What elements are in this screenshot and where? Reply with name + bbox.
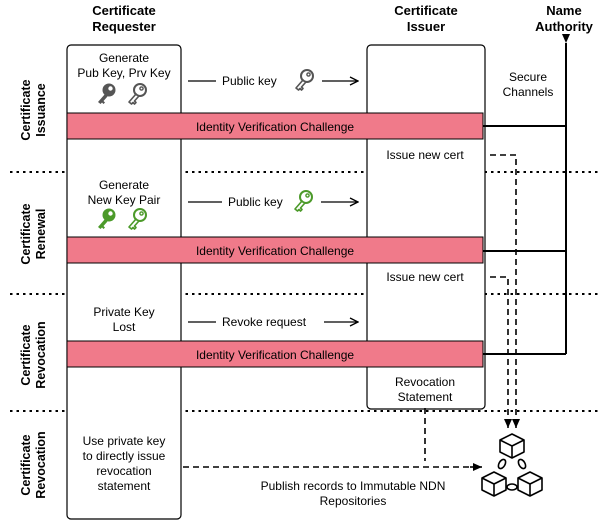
- challenge-bar-renewal: Identity Verification Challenge: [66, 236, 484, 264]
- row-label-revocation-self-line1: Certificate: [19, 434, 33, 495]
- header-authority: Name Authority: [535, 3, 594, 34]
- revocation-statement-line1: Revocation: [395, 375, 455, 389]
- row-label-issuance: Certificate Issuance: [19, 79, 48, 140]
- publish-label-line1: Publish records to Immutable NDN: [261, 479, 446, 493]
- use-private-key-line2: to directly issue: [83, 449, 166, 463]
- issue-new-cert-issuance: Issue new cert: [386, 148, 464, 162]
- public-key-message-issuance: Public key: [188, 69, 358, 91]
- svg-text:Public key: Public key: [222, 74, 277, 88]
- svg-text:Identity Verification Challeng: Identity Verification Challenge: [196, 120, 354, 134]
- secure-channels-label-line1: Secure: [509, 70, 547, 84]
- revocation-statement-line2: Statement: [398, 390, 453, 404]
- svg-text:Identity Verification Challeng: Identity Verification Challenge: [196, 348, 354, 362]
- row-label-renewal: Certificate Renewal: [19, 203, 48, 264]
- row-label-renewal-line1: Certificate: [19, 203, 33, 264]
- publish-label-line2: Repositories: [320, 494, 387, 508]
- row-label-revocation-line1: Certificate: [19, 324, 33, 385]
- private-key-lost-line2: Lost: [113, 320, 136, 334]
- header-issuer: Certificate Issuer: [394, 3, 458, 34]
- row-label-revocation: Certificate Revocation: [19, 321, 48, 388]
- public-key-sent-icon: [295, 69, 314, 91]
- private-key-lost-line1: Private Key: [93, 305, 154, 319]
- generate-pair-line1: Generate: [99, 178, 149, 192]
- row-label-renewal-line2: Renewal: [34, 209, 48, 260]
- header-requester: Certificate Requester: [92, 3, 156, 34]
- new-public-key-sent-icon: [294, 190, 313, 212]
- header-requester-line2: Requester: [92, 19, 156, 34]
- blockchain-repository-icon: [481, 433, 543, 497]
- row-label-revocation-line2: Revocation: [34, 321, 48, 388]
- challenge-bar-issuance: Identity Verification Challenge: [66, 112, 484, 140]
- svg-text:Identity Verification Challeng: Identity Verification Challenge: [196, 244, 354, 258]
- challenge-bar-revocation: Identity Verification Challenge: [66, 340, 484, 368]
- use-private-key-line1: Use private key: [83, 434, 166, 448]
- header-requester-line1: Certificate: [92, 3, 156, 18]
- header-issuer-line1: Certificate: [394, 3, 458, 18]
- header-authority-line1: Name: [546, 3, 581, 18]
- row-label-revocation-self: Certificate Revocation: [19, 431, 48, 498]
- revoke-request-message: Revoke request: [188, 315, 358, 329]
- header-issuer-line2: Issuer: [407, 19, 445, 34]
- secure-channels-label-line2: Channels: [503, 85, 554, 99]
- header-authority-line2: Authority: [535, 19, 594, 34]
- row-label-issuance-line1: Certificate: [19, 79, 33, 140]
- issue-new-cert-renewal: Issue new cert: [386, 270, 464, 284]
- use-private-key-line3: revocation: [96, 464, 151, 478]
- public-key-message-renewal: Public key: [188, 190, 358, 212]
- generate-pair-line2: New Key Pair: [88, 193, 161, 207]
- svg-text:Public key: Public key: [228, 195, 283, 209]
- requester-lifeline: [66, 44, 182, 520]
- use-private-key-line4: statement: [98, 479, 151, 493]
- generate-keys-line1: Generate: [99, 51, 149, 65]
- row-label-revocation-self-line2: Revocation: [34, 431, 48, 498]
- name-authority-links: [483, 34, 570, 355]
- generate-keys-line2: Pub Key, Prv Key: [77, 66, 170, 80]
- svg-text:Revoke request: Revoke request: [222, 315, 307, 329]
- row-label-issuance-line2: Issuance: [34, 83, 48, 137]
- publish-flows: [183, 154, 517, 468]
